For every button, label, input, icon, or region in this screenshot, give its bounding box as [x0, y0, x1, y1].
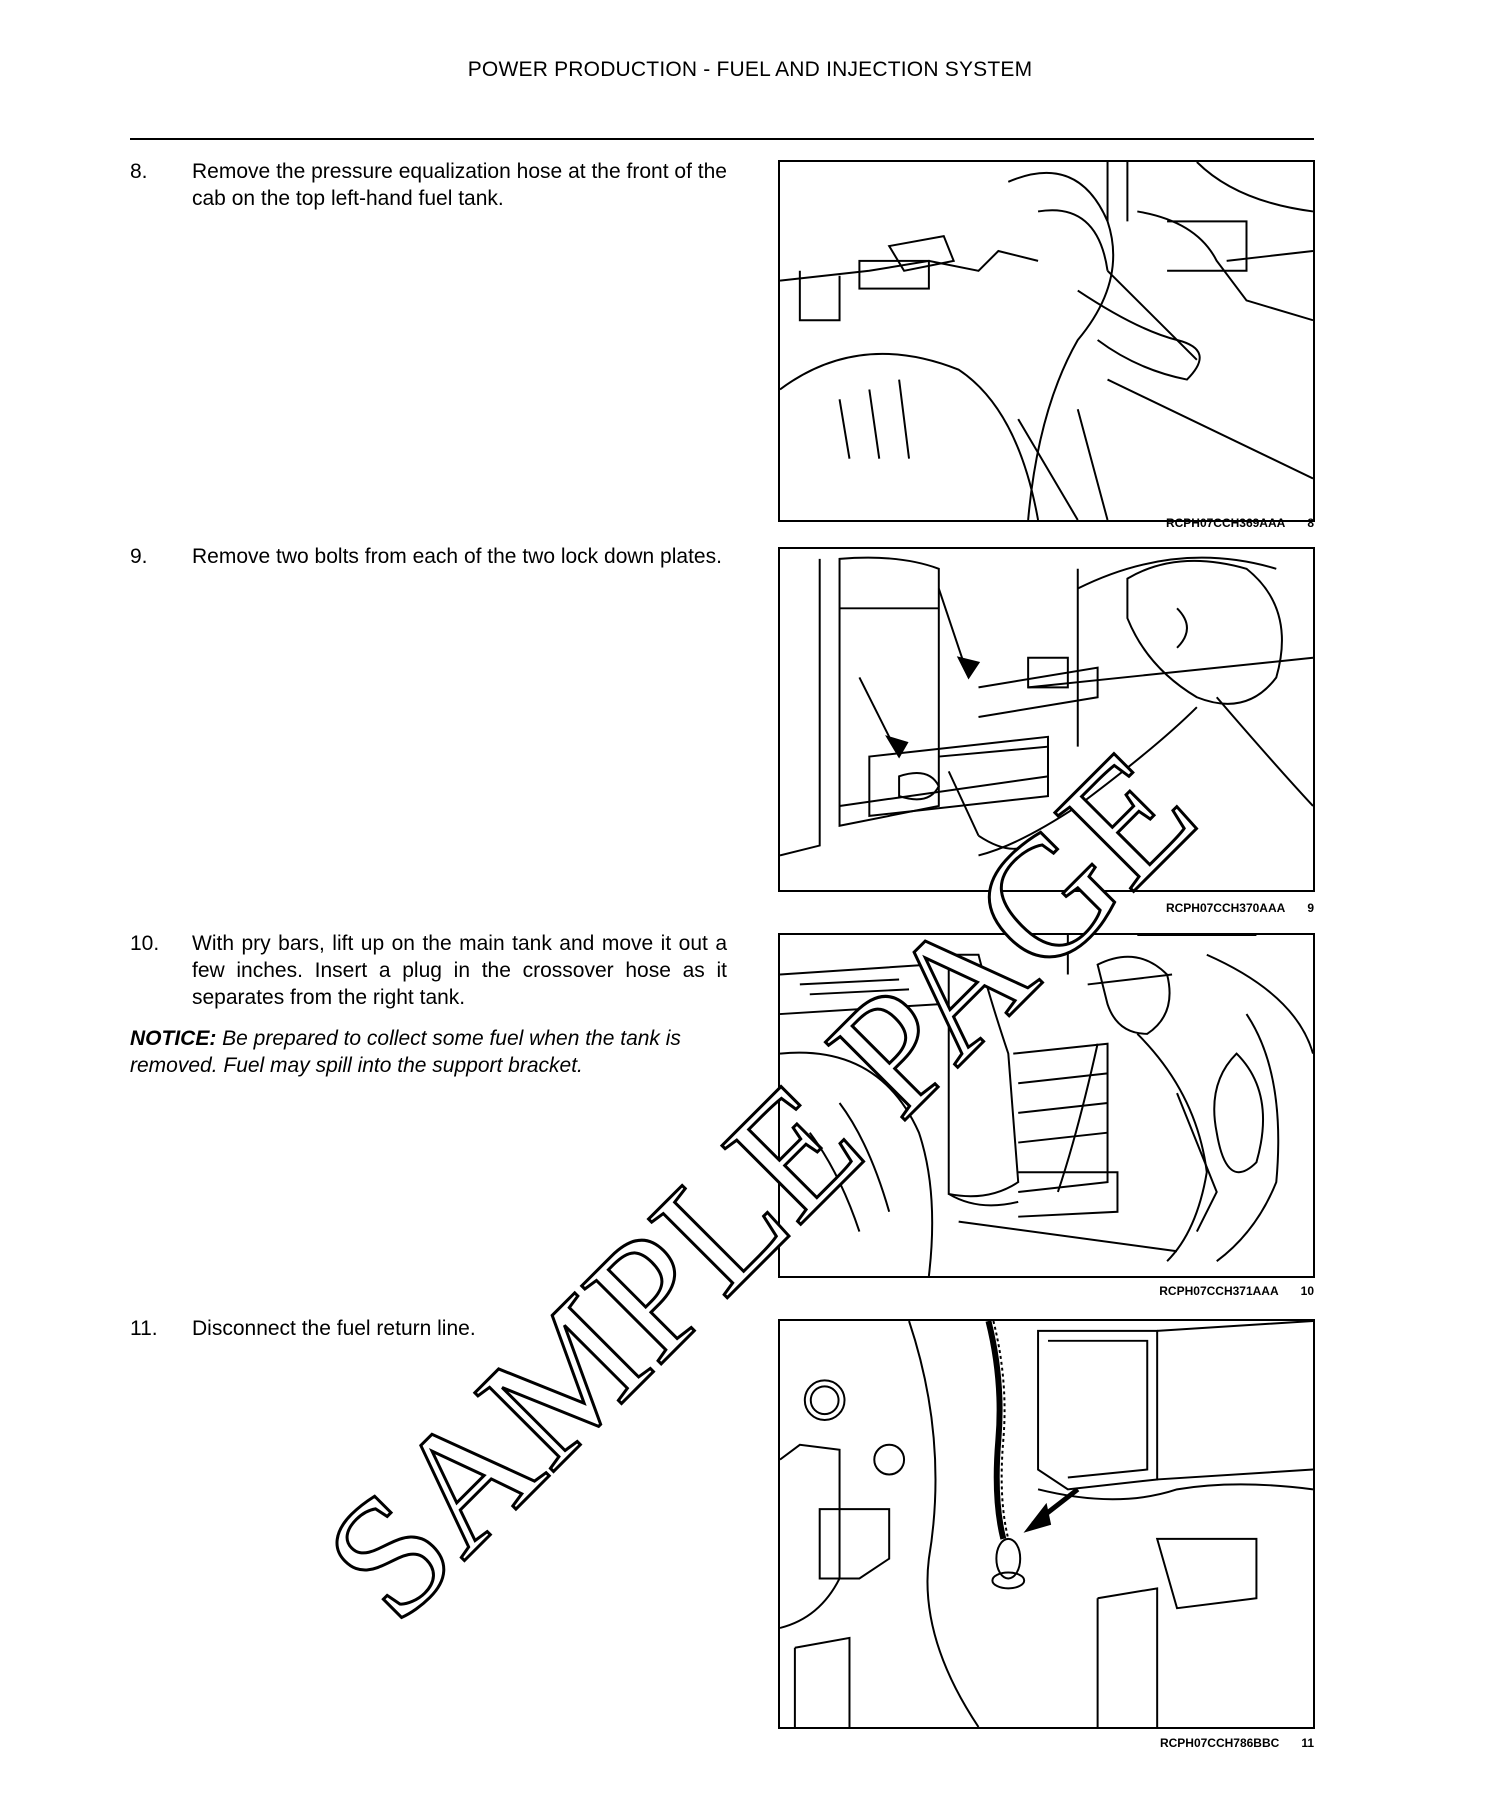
figure-11-caption: RCPH07CCH786BBC 11 [1160, 1736, 1314, 1750]
figure-9-caption: RCPH07CCH370AAA 9 [1166, 901, 1314, 915]
step-number: 10. [130, 932, 160, 955]
figure-code: RCPH07CCH369AAA [1165, 516, 1286, 530]
notice-text: Be prepared to collect some fuel when th… [130, 1027, 681, 1077]
header-rule [130, 138, 1314, 140]
figure-9-illustration [778, 547, 1315, 892]
figure-number: 9 [1307, 901, 1314, 915]
figure-10-illustration [778, 933, 1315, 1278]
step-text: Remove the pressure equalization hose at… [192, 160, 727, 210]
figure-number: 11 [1301, 1736, 1314, 1750]
step-text: With pry bars, lift up on the main tank … [192, 932, 727, 1009]
figure-number: 10 [1300, 1284, 1314, 1298]
figure-number: 8 [1307, 516, 1314, 530]
step-number: 8. [130, 160, 148, 183]
figure-code: RCPH07CCH371AAA [1159, 1284, 1279, 1298]
step-number: 9. [130, 545, 148, 568]
step-text: Disconnect the fuel return line. [192, 1317, 476, 1340]
figure-10-caption: RCPH07CCH371AAA 10 [1159, 1284, 1314, 1298]
notice-label: NOTICE: [130, 1027, 217, 1050]
figure-code: RCPH07CCH786BBC [1159, 1736, 1280, 1750]
step-number: 11. [130, 1317, 158, 1340]
step-text: Remove two bolts from each of the two lo… [192, 545, 722, 568]
notice: NOTICE: Be prepared to collect some fuel… [130, 1025, 730, 1079]
page-header: POWER PRODUCTION - FUEL AND INJECTION SY… [467, 58, 1033, 81]
figure-8-illustration [778, 160, 1315, 522]
figure-code: RCPH07CCH370AAA [1165, 901, 1286, 915]
figure-11-illustration [778, 1319, 1315, 1729]
figure-8-caption: RCPH07CCH369AAA 8 [1166, 516, 1314, 530]
